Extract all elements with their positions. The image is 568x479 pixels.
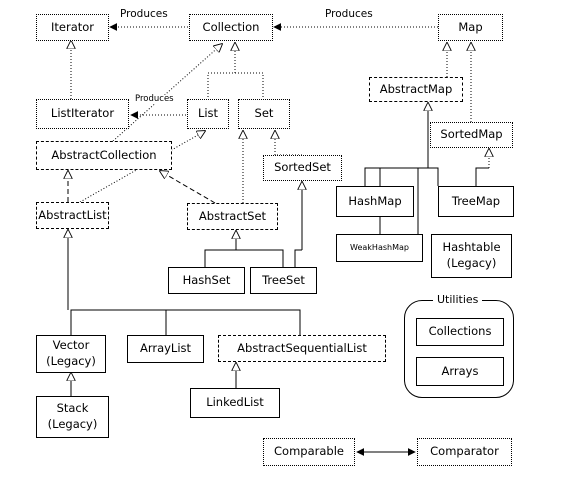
node-comparable: Comparable bbox=[263, 438, 355, 466]
node-linked-list: LinkedList bbox=[190, 388, 280, 418]
vector-legacy-note: (Legacy) bbox=[46, 354, 96, 368]
node-list-iterator: ListIterator bbox=[36, 99, 129, 129]
produces-label: Produces bbox=[134, 94, 175, 104]
node-collection: Collection bbox=[189, 14, 273, 41]
stack-name: Stack bbox=[56, 401, 89, 416]
node-set: Set bbox=[238, 99, 290, 129]
node-abstract-sequential-list: AbstractSequentialList bbox=[218, 335, 386, 362]
node-list: List bbox=[187, 99, 229, 129]
node-abstract-list: AbstractList bbox=[36, 202, 109, 229]
stack-legacy-note: (Legacy) bbox=[47, 417, 98, 431]
node-array-list: ArrayList bbox=[127, 335, 204, 363]
node-sorted-map: SortedMap bbox=[430, 122, 513, 148]
node-hash-set: HashSet bbox=[168, 267, 245, 294]
hashtable-legacy-note: (Legacy) bbox=[446, 256, 497, 270]
node-weak-hash-map: WeakHashMap bbox=[336, 234, 423, 262]
node-hashtable: Hashtable (Legacy) bbox=[431, 234, 512, 278]
hashtable-name: Hashtable bbox=[442, 240, 501, 255]
node-sorted-set: SortedSet bbox=[263, 155, 342, 181]
produces-label: Produces bbox=[325, 8, 373, 20]
node-tree-map: TreeMap bbox=[438, 186, 514, 217]
node-abstract-set: AbstractSet bbox=[187, 203, 278, 230]
node-hash-map: HashMap bbox=[336, 186, 414, 217]
node-comparator: Comparator bbox=[417, 438, 512, 466]
node-abstract-collection: AbstractCollection bbox=[36, 141, 172, 170]
node-collections: Collections bbox=[416, 318, 504, 346]
node-iterator: Iterator bbox=[36, 14, 109, 41]
vector-name: Vector bbox=[52, 338, 90, 353]
node-vector: Vector (Legacy) bbox=[36, 335, 106, 373]
utilities-title: Utilities bbox=[433, 294, 483, 305]
node-abstract-map: AbstractMap bbox=[369, 77, 463, 102]
node-tree-set: TreeSet bbox=[250, 267, 317, 294]
produces-label: Produces bbox=[120, 8, 168, 20]
node-arrays: Arrays bbox=[416, 357, 504, 386]
node-map: Map bbox=[438, 14, 503, 41]
node-stack: Stack (Legacy) bbox=[36, 396, 109, 438]
